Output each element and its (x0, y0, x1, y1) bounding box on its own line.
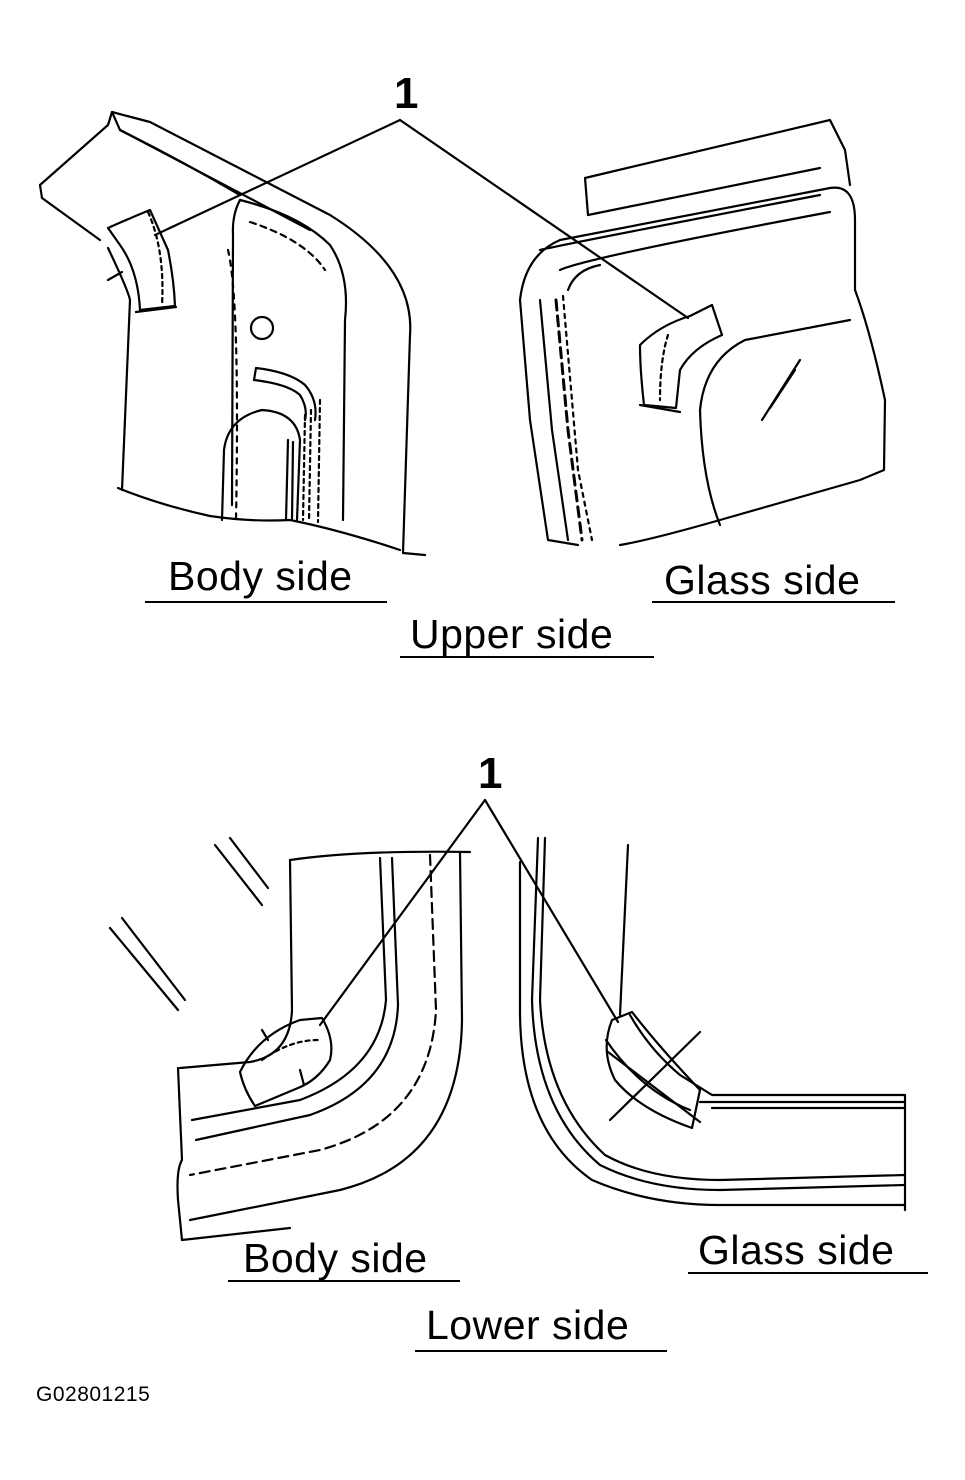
upper-section-label: Upper side (410, 611, 614, 657)
lower-body-side-underline (228, 1280, 460, 1282)
upper-callout-number: 1 (394, 69, 419, 118)
lower-section-label: Lower side (426, 1302, 630, 1348)
upper-glass-side-underline (652, 601, 895, 603)
lower-callout-number: 1 (478, 749, 503, 798)
lower-body-side-label: Body side (243, 1235, 428, 1281)
figure-code: G02801215 (36, 1383, 151, 1406)
lower-glass-side-underline (688, 1272, 928, 1274)
lower-body-side-drawing (110, 838, 470, 1240)
lower-glass-side-label: Glass side (698, 1227, 895, 1273)
upper-glass-side-drawing (520, 120, 885, 545)
upper-glass-side-label: Glass side (664, 557, 861, 603)
upper-section-underline (400, 656, 654, 658)
upper-callout-leaders (155, 120, 688, 318)
upper-body-side-drawing (40, 112, 425, 555)
lower-glass-side-drawing (520, 838, 905, 1210)
lower-callout-leaders (320, 800, 618, 1025)
lower-section-underline (415, 1350, 667, 1352)
upper-body-side-underline (145, 601, 387, 603)
upper-body-side-label: Body side (168, 553, 353, 599)
